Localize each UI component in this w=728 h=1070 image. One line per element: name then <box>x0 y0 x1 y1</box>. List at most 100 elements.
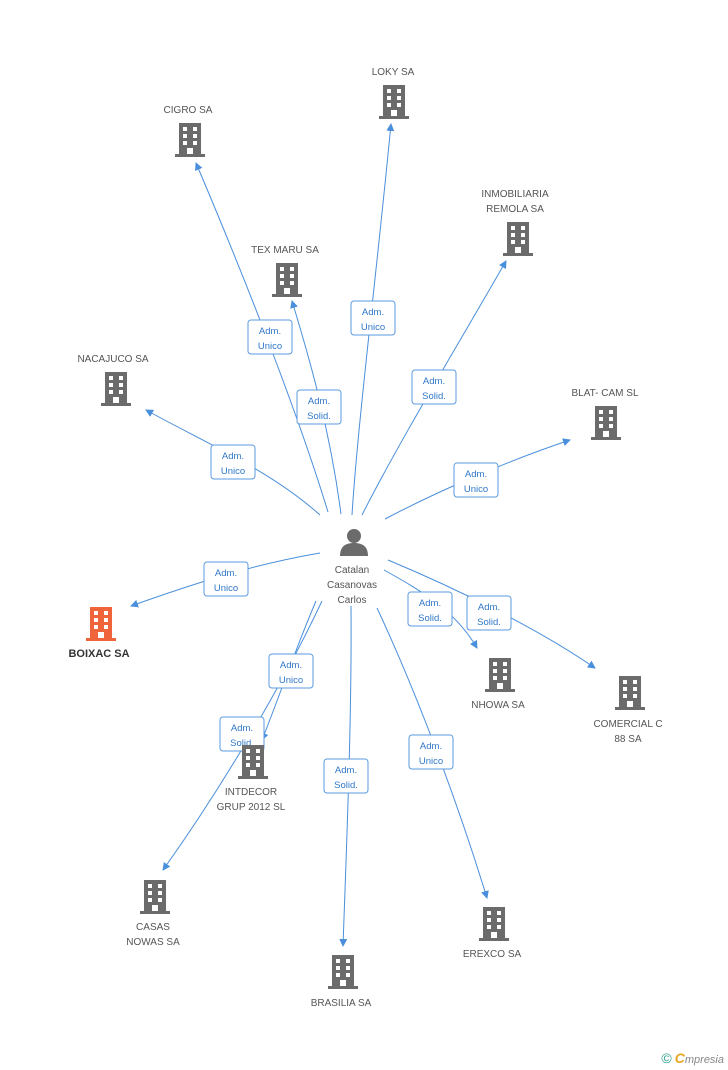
relation-text: Adm. <box>280 660 302 671</box>
person-icon <box>340 529 368 556</box>
copyright-icon: © <box>661 1050 672 1066</box>
relation-box <box>466 595 512 631</box>
company-node-loky[interactable]: LOKY SA <box>372 67 415 119</box>
watermark: © Cmpresia <box>661 1050 724 1066</box>
relation-text: Solid. <box>422 391 446 402</box>
company-label: GRUP 2012 SL <box>217 802 286 813</box>
relation-box <box>408 734 454 770</box>
relation-box <box>268 653 314 689</box>
company-label: 88 SA <box>614 734 642 745</box>
relation-text: Adm. <box>420 741 442 752</box>
relation-label-blatcam[interactable]: Adm.Unico <box>453 462 499 498</box>
relation-label-texmaru[interactable]: Adm. Solid. <box>296 389 342 425</box>
relation-box <box>296 389 342 425</box>
relation-text: Unico <box>258 341 282 352</box>
building-icon <box>485 658 515 692</box>
company-label: BLAT- CAM SL <box>571 388 638 399</box>
relation-box <box>247 319 293 355</box>
relation-label-brasilia[interactable]: Adm. Solid. <box>323 758 369 794</box>
company-node-comercial[interactable]: COMERCIAL C 88 SA <box>593 676 663 745</box>
company-label: CASAS <box>136 922 170 933</box>
building-icon <box>591 406 621 440</box>
relation-label-erexco[interactable]: Adm. Unico <box>408 734 454 770</box>
brand-initial: C <box>674 1050 685 1066</box>
relation-text: Solid. <box>307 411 331 422</box>
relation-text: Solid. <box>477 617 501 628</box>
company-node-boixac[interactable]: BOIXAC SA <box>68 607 130 660</box>
building-icon <box>140 880 170 914</box>
building-icon <box>175 123 205 157</box>
company-label: NOWAS SA <box>126 937 180 948</box>
person-name-line-2: Casanovas <box>327 580 377 591</box>
person-name-line-3: Carlos <box>338 595 367 606</box>
company-label: COMERCIAL C <box>593 719 662 730</box>
building-icon <box>615 676 645 710</box>
relation-text: Unico <box>214 583 238 594</box>
relation-text: Adm. <box>308 396 330 407</box>
company-node-texmaru[interactable]: TEX MARU SA <box>251 245 319 297</box>
relation-text: Adm. <box>335 765 357 776</box>
relation-label-inmobiliaria[interactable]: Adm. Solid. <box>411 369 457 405</box>
relation-label-casas[interactable]: Adm.Unico <box>268 653 314 689</box>
relation-text: Adm. <box>259 326 281 337</box>
relation-label-nhowa[interactable]: Adm. Solid. <box>407 591 453 627</box>
relation-text: Adm. <box>231 723 253 734</box>
relation-text: Adm. <box>478 602 500 613</box>
relation-label-loky[interactable]: Adm. Unico <box>350 300 396 336</box>
relation-text: Adm. <box>215 568 237 579</box>
relation-text: Unico <box>419 756 443 767</box>
relation-label-comercial[interactable]: Adm. Solid. <box>466 595 512 631</box>
building-icon <box>479 907 509 941</box>
relation-box <box>210 444 256 480</box>
company-node-cigro[interactable]: CIGRO SA <box>164 105 213 157</box>
edge-to-loky <box>351 123 395 516</box>
relation-label-boixac[interactable]: Adm. Unico <box>203 561 249 597</box>
relation-label-cigro[interactable]: Adm. Unico <box>247 319 293 355</box>
relation-text: Unico <box>361 322 385 333</box>
company-node-casas[interactable]: CASAS NOWAS SA <box>126 880 180 948</box>
company-label: TEX MARU SA <box>251 245 319 256</box>
relation-box <box>407 591 453 627</box>
relation-box <box>203 561 249 597</box>
relation-text: Adm. <box>362 307 384 318</box>
relation-box <box>323 758 369 794</box>
company-node-nacajuco[interactable]: NACAJUCO SA <box>77 354 149 406</box>
relation-text: Unico <box>464 484 488 495</box>
brand-name: mpresia <box>684 1054 724 1066</box>
company-node-brasilia[interactable]: BRASILIA SA <box>311 955 372 1009</box>
building-icon <box>503 222 533 256</box>
building-icon <box>101 372 131 406</box>
relation-label-nacajuco[interactable]: Adm. Unico <box>210 444 256 480</box>
company-node-intdecor[interactable]: INTDECOR GRUP 2012 SL <box>217 745 286 813</box>
relation-text: Solid. <box>418 613 442 624</box>
relation-text: Adm. <box>222 451 244 462</box>
company-label: REMOLA SA <box>486 204 544 215</box>
relation-box <box>411 369 457 405</box>
relation-text: Adm. <box>423 376 445 387</box>
building-icon <box>328 955 358 989</box>
building-icon <box>379 85 409 119</box>
company-label: INTDECOR <box>225 787 277 798</box>
company-label: NACAJUCO SA <box>77 354 148 365</box>
company-label: CIGRO SA <box>164 105 213 116</box>
company-label: NHOWA SA <box>471 700 525 711</box>
relation-text: Adm. <box>419 598 441 609</box>
relation-box <box>453 462 499 498</box>
person-name-line-1: Catalan <box>335 565 369 576</box>
company-label: BRASILIA SA <box>311 998 372 1009</box>
building-icon <box>86 607 116 641</box>
relation-text: Unico <box>221 466 245 477</box>
person-node[interactable]: Catalan Casanovas Carlos <box>327 529 377 606</box>
company-node-nhowa[interactable]: NHOWA SA <box>471 658 525 711</box>
company-label: LOKY SA <box>372 67 415 78</box>
relation-box <box>350 300 396 336</box>
company-label: INMOBILIARIA <box>481 189 549 200</box>
company-node-erexco[interactable]: EREXCO SA <box>463 907 522 960</box>
company-label: EREXCO SA <box>463 949 522 960</box>
company-node-blatcam[interactable]: BLAT- CAM SL <box>571 388 639 440</box>
relation-text: Solid. <box>230 738 254 749</box>
building-icon <box>272 263 302 297</box>
company-node-inmobiliaria[interactable]: INMOBILIARIA REMOLA SA <box>481 189 549 256</box>
relation-text: Solid. <box>334 780 358 791</box>
